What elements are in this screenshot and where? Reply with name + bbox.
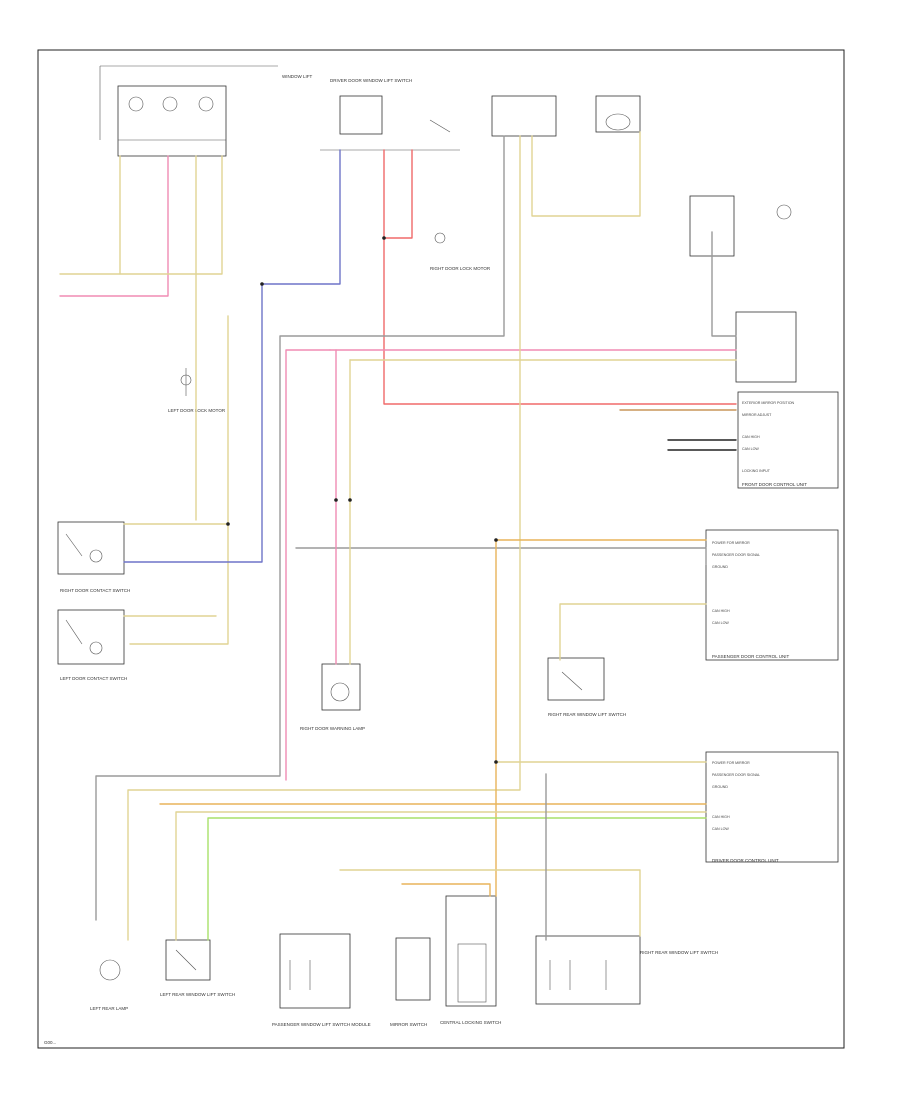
pc-pin-1: POWER FOR MIRROR [712, 541, 750, 545]
right-contact-switch [57, 521, 125, 575]
top-right-connector [491, 95, 641, 137]
dc-pin-2: PASSENGER DOOR SIGNAL [712, 773, 760, 777]
window-lift-unit [99, 65, 278, 157]
right-door-lock-label: RIGHT DOOR LOCK MOTOR [430, 266, 491, 271]
wires [59, 131, 737, 941]
right-door-lamp-module [689, 195, 792, 257]
wire-tan-1 [59, 155, 121, 275]
left-rear-lamp-label: LEFT REAR LAMP [90, 1006, 128, 1011]
wire-tan-2 [119, 155, 223, 275]
wire-tan-10 [559, 603, 707, 661]
right-rear-switch-label: RIGHT REAR WINDOW LIFT SWITCH [640, 950, 718, 955]
dc-pin-3: GROUND [712, 785, 728, 789]
dc-pin-4: CAN HIGH [712, 815, 730, 819]
left-door-lock-label: LEFT DOOR LOCK MOTOR [168, 408, 226, 413]
wire-tan-12 [339, 869, 641, 937]
left-rear-lamp [99, 959, 121, 981]
wire-red-1 [383, 149, 737, 405]
right-contact-switch-label: RIGHT DOOR CONTACT SWITCH [60, 588, 130, 593]
pc-pin-5: CAN LOW [712, 621, 729, 625]
left-rear-switch-label: LEFT REAR WINDOW LIFT SWITCH [160, 992, 235, 997]
wire-tan-4 [129, 315, 229, 645]
pc-pin-3: GROUND [712, 565, 728, 569]
driver-window-switch [320, 95, 460, 151]
diagram-frame [37, 49, 845, 1049]
wire-gray-3 [711, 231, 737, 337]
fr-pin-2: MIRROR ADJUST [742, 413, 772, 417]
wire-tan-8 [127, 135, 521, 941]
dc-pin-5: CAN LOW [712, 827, 729, 831]
passenger-window-switch-label: PASSENGER WINDOW LIFT SWITCH MODULE [272, 1022, 371, 1027]
right-door-warning-lamp [321, 663, 361, 711]
fr-pin-5: LOCKING INPUT [742, 469, 771, 473]
rear-switch-label: RIGHT REAR WINDOW LIFT SWITCH [548, 712, 626, 717]
left-door-lock-motor [180, 368, 192, 396]
central-locking-switch [445, 895, 497, 1007]
pc-pin-4: CAN HIGH [712, 609, 730, 613]
footer-code: G00... [44, 1040, 56, 1045]
wire-tan-14 [531, 131, 641, 217]
left-contact-switch-label: LEFT DOOR CONTACT SWITCH [60, 676, 127, 681]
mirror-switch [395, 937, 431, 1001]
right-rear-switch-mid [547, 657, 605, 701]
wire-red-2 [383, 149, 413, 239]
front-door-ctrl-label: FRONT DOOR CONTROL UNIT [742, 482, 807, 487]
driver-ctrl-label: DRIVER DOOR CONTROL UNIT [712, 858, 779, 863]
right-door-lamp-label: RIGHT DOOR WARNING LAMP [300, 726, 365, 731]
mirror-switch-label: MIRROR SWITCH [390, 1022, 427, 1027]
passenger-ctrl-label: PASSENGER DOOR CONTROL UNIT [712, 654, 790, 659]
dc-pin-1: POWER FOR MIRROR [712, 761, 750, 765]
wire-blue [123, 149, 341, 563]
right-rear-window-switch-bottom [535, 935, 641, 1005]
passenger-window-switch-module [279, 933, 351, 1009]
fr-pin-4: CAN LOW [742, 447, 759, 451]
pc-pin-2: PASSENGER DOOR SIGNAL [712, 553, 760, 557]
wire-gray-2 [295, 547, 707, 565]
left-contact-switch [57, 609, 125, 665]
front-door-control-unit [737, 391, 839, 489]
driver-window-switch-label: DRIVER DOOR WINDOW LIFT SWITCH [330, 78, 412, 83]
wire-gray-1 [95, 135, 505, 921]
right-door-lock-motor [434, 232, 446, 244]
passenger-control-unit [705, 529, 839, 661]
right-side-connector [735, 311, 797, 383]
splice-points [226, 236, 498, 764]
window-lift-label: WINDOW LIFT [282, 74, 312, 79]
central-lock-switch-label: CENTRAL LOCKING SWITCH [440, 1020, 501, 1025]
wire-orange-4 [401, 883, 491, 897]
fr-pin-1: EXTERIOR MIRROR POSITION [742, 401, 795, 405]
wire-green-1 [207, 817, 707, 941]
wire-pink-1 [59, 155, 169, 297]
wire-pink-3 [285, 349, 331, 781]
left-rear-window-switch [165, 939, 211, 981]
driver-control-unit [705, 751, 839, 863]
fr-pin-3: CAN HIGH [742, 435, 760, 439]
wire-tan-9 [175, 811, 707, 941]
